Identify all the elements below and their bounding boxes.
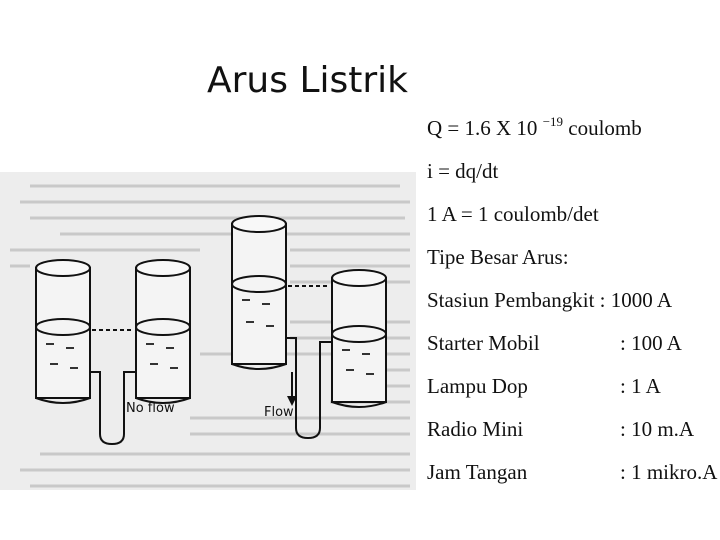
flow-arrow-head: [287, 396, 297, 406]
connector-tube-right: [286, 337, 332, 440]
tank-right-2: [331, 269, 387, 408]
item-value: : 10 m.A: [620, 417, 695, 441]
charge-formula: Q = 1.6 X 10 −19 coulomb: [427, 114, 642, 141]
list-item: Radio Mini : 10 m.A: [427, 417, 720, 445]
charge-exponent: −19: [542, 114, 564, 129]
tank-left-1: [35, 259, 91, 404]
item-value: : 1 mikro.A: [620, 460, 718, 484]
tank-diagram: No flow Flow: [10, 184, 410, 488]
item-label: Starter Mobil: [427, 331, 540, 355]
charge-unit: coulomb: [563, 116, 642, 140]
current-list-heading: Tipe Besar Arus:: [427, 245, 569, 269]
list-item: Starter Mobil : 100 A: [427, 331, 720, 359]
slide-title: Arus Listrik: [207, 60, 409, 101]
connector-tube-left: [90, 371, 136, 446]
water-marks: [46, 299, 374, 375]
current-definition: i = dq/dt: [427, 159, 499, 183]
list-item-power-plant: Stasiun Pembangkit : 1000 A: [427, 288, 673, 312]
ampere-definition: 1 A = 1 coulomb/det: [427, 202, 599, 226]
item-label: Lampu Dop: [427, 374, 528, 398]
list-item: Jam Tangan : 1 mikro.A: [427, 460, 720, 488]
tank-left-2: [135, 259, 191, 404]
list-item: Lampu Dop : 1 A: [427, 374, 720, 402]
flow-label: Flow: [264, 405, 294, 420]
tank-right-1: [231, 215, 287, 370]
water-tank-figure: No flow Flow: [0, 172, 416, 490]
item-value: : 1 A: [620, 374, 661, 398]
no-flow-label: No flow: [126, 401, 175, 416]
item-label: Radio Mini: [427, 417, 524, 441]
charge-prefix: Q = 1.6 X 10: [427, 116, 538, 140]
item-label: Jam Tangan: [427, 460, 528, 484]
item-value: : 100 A: [620, 331, 682, 355]
